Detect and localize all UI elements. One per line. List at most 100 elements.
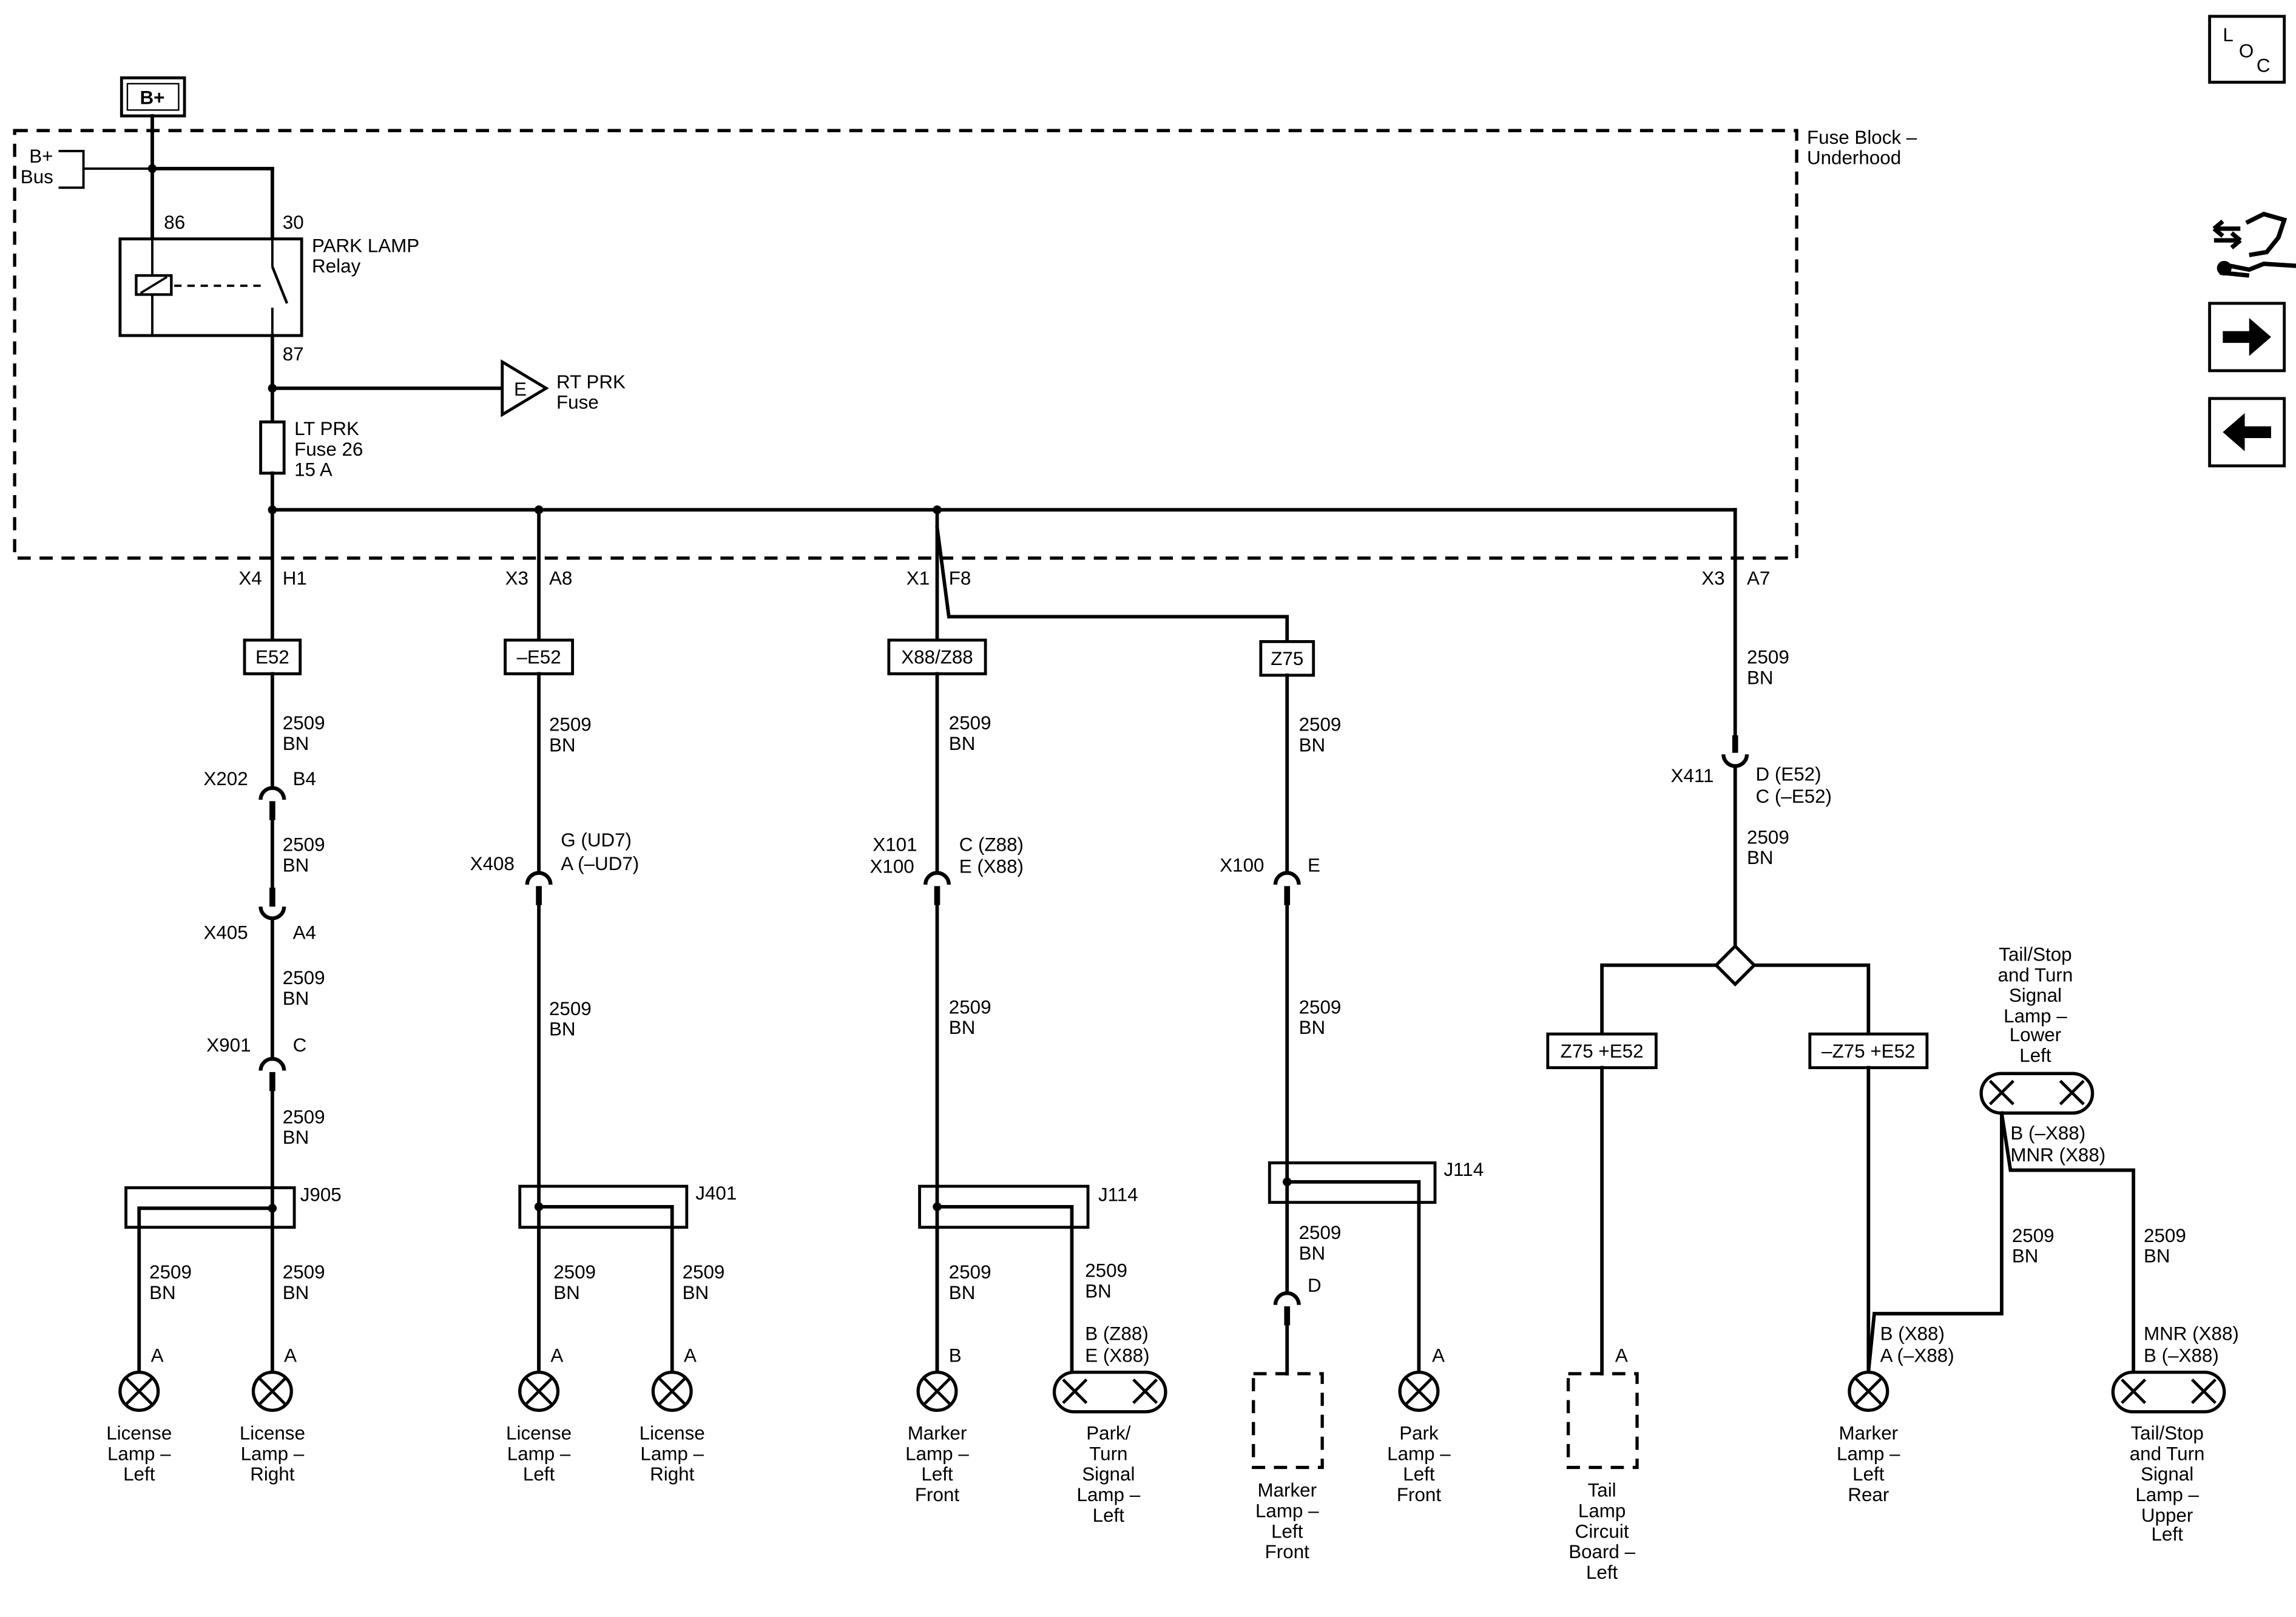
b3-wr-b: BN [1085,1281,1112,1302]
b1-c1: X202 [203,768,248,789]
distribution-bus [268,505,1737,515]
bus-bracket [58,150,152,189]
b5-tsl-title-3: Signal [2009,985,2062,1006]
b5-tail-board-dashed [1566,1372,1639,1470]
lamp-bulb-icon [916,1370,958,1413]
b2-connector-x408 [525,871,553,885]
b4-lamp-l-4: Front [1265,1541,1309,1562]
component-locator-icon[interactable] [2212,211,2296,278]
b1-wire-3: 2509 [283,967,325,988]
loc-l: L [2223,24,2233,46]
fuse-block-label: Fuse Block – [1807,127,1917,148]
b1-lamp-r-2: Lamp – [241,1443,305,1464]
b3-conn-a: X1 [907,567,930,589]
previous-page-arrow-icon [2223,413,2271,451]
b4-c2-pin: D [1308,1275,1322,1296]
b4-c1: X100 [1220,854,1264,876]
lamp-bulb-icon [518,1370,560,1413]
b5-tsu-2: and Turn [2130,1443,2205,1464]
b5-board-3: Circuit [1575,1521,1629,1542]
b2-wl-b: BN [553,1282,580,1303]
b3-lamp-l-2: Lamp – [905,1443,969,1464]
b5-marker-3: Left [1852,1463,1885,1485]
b5-pin-a: A7 [1747,567,1770,589]
b5-tsu-3: Signal [2141,1463,2193,1485]
b5-opt-r-box [1808,1032,1929,1070]
lt-prk-fuse-label-2: Fuse 26 [294,439,363,460]
dual-filament-lamp-icon [2111,1370,2226,1414]
b2-splice-j401 [518,1184,689,1374]
b5-tsu-pin-2: B (–X88) [2144,1345,2219,1366]
b4-wire-1: 2509 [1299,714,1342,735]
b5-opt-r: –Z75 +E52 [1822,1041,1915,1062]
b5-tsu-5: Upper [2141,1505,2193,1526]
b5-tsl-title-4: Lamp – [2004,1005,2067,1027]
b5-wire-1: 2509 [1747,647,1789,668]
b5-tsl-title-2: and Turn [1998,964,2073,985]
b1-c3-pin: C [293,1035,307,1056]
b5-c1-pin-2: C (–E52) [1756,786,1832,807]
b5-wu: 2509 [2144,1225,2186,1246]
b2-conn-a: X3 [505,567,528,589]
b3-splice-j114 [918,1184,1090,1374]
b3-wire-1b: BN [949,733,976,754]
b3-c1-pin-2: E (X88) [959,856,1024,877]
relay-switch-icon [271,266,289,304]
b1-wire-2b: BN [283,854,309,876]
bus-label-2: Bus [21,166,53,187]
b5-tsu-6: Left [2151,1524,2183,1545]
next-page-button[interactable] [2208,302,2286,373]
dual-filament-lamp-icon [1052,1370,1167,1414]
b2-c1-pin-2: A (–UD7) [561,853,639,874]
relay-coil-icon [135,274,173,296]
b3-lamp-l-3: Left [921,1463,953,1485]
b1-connector-x202 [258,786,286,800]
b1-splice-j905 [124,1186,296,1374]
power-feed-wire [147,114,274,241]
b3-pin-a: F8 [949,567,971,589]
b5-wu-b: BN [2144,1246,2170,1267]
b1-wire-2: 2509 [283,834,325,855]
b1-wr: 2509 [283,1261,325,1283]
b1-wire-3b: BN [283,988,309,1009]
b5-c1-pin: D (E52) [1756,764,1822,785]
b1-lamp-r: License [240,1423,305,1444]
b2-pin-r: A [684,1345,697,1366]
b3-option-box [887,638,987,675]
b1-c3: X901 [206,1035,251,1056]
dual-filament-lamp-icon [1979,1072,2095,1115]
b2-wire-2b: BN [549,1019,576,1040]
b2-wire-1b: BN [549,734,576,755]
b3-pin-r-2: E (X88) [1085,1345,1149,1366]
b4-wire-1b: BN [1299,734,1326,755]
relay-pin-86: 86 [164,212,185,233]
previous-page-button[interactable] [2208,397,2286,468]
b5-opt-l: Z75 +E52 [1561,1041,1644,1062]
b4-connector [1273,1291,1301,1305]
loc-button[interactable]: L O C [2208,15,2286,84]
relay-pin-87: 87 [283,343,304,365]
b4-lamp-r-4: Front [1397,1484,1441,1505]
b1-wire-4b: BN [283,1127,309,1148]
b5-wire-2: 2509 [1747,826,1789,848]
b5-tsu: Tail/Stop [2130,1423,2203,1444]
b1-pin-a: H1 [283,567,307,589]
b3-connector-x101 [923,871,951,885]
b3-lamp-r-3: Signal [1082,1463,1135,1485]
b3-splice: J114 [1098,1184,1138,1205]
b5-wm-b: BN [2012,1246,2039,1267]
b1-wire-1b: BN [283,733,309,754]
b1-wl: 2509 [149,1261,192,1283]
b3-c1-a: X101 [873,834,917,855]
b1-wire-1: 2509 [283,712,325,734]
b4-wire-2b: BN [1299,1017,1326,1038]
b4-wl-b: BN [1299,1243,1326,1264]
b5-wm: 2509 [2012,1225,2055,1246]
b5-tsl-pin-2: MNR (X88) [2010,1144,2105,1166]
b5-board-5: Left [1586,1562,1618,1583]
b2-wire-1: 2509 [549,714,592,735]
b4-wire-2: 2509 [1299,996,1342,1018]
b4-connector-x100 [1273,871,1301,885]
b5-tsl-title: Tail/Stop [1999,944,2071,965]
branch-3: X1 F8 X88/Z88 2509 BN X101 X100 C (Z88) … [869,508,1289,1526]
